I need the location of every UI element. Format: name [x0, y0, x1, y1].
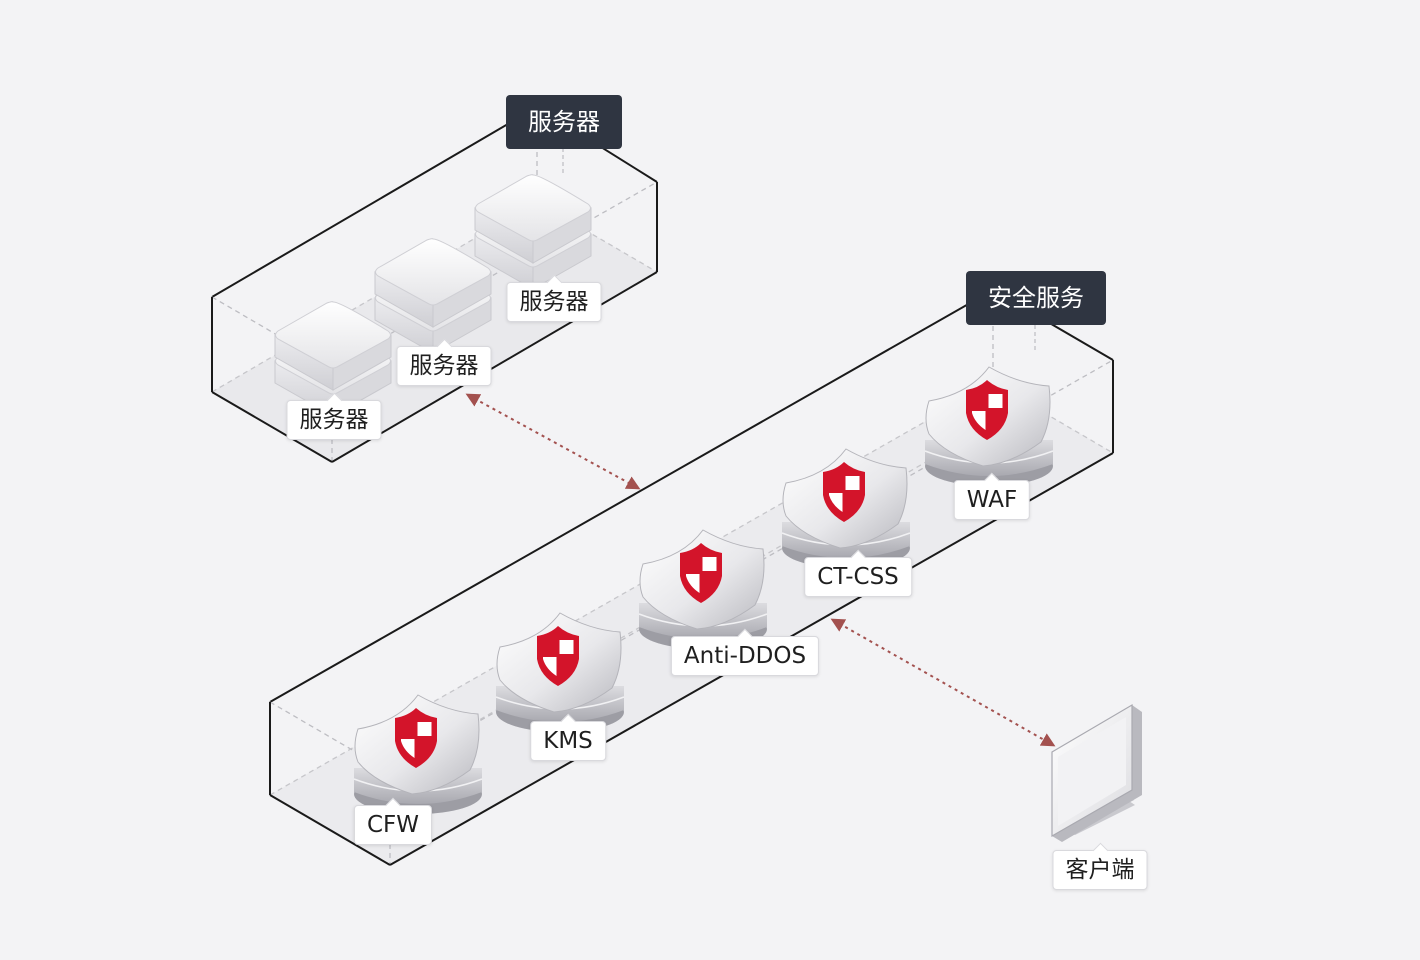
service-label-kms: KMS: [530, 721, 606, 761]
security-to-client-arrow: [830, 618, 1056, 747]
service-label-ct-css: CT-CSS: [804, 557, 912, 597]
shield-device-4: [781, 448, 911, 568]
shield-device-5: [924, 366, 1054, 486]
client-label: 客户端: [1052, 850, 1148, 890]
server-label-2: 服务器: [396, 346, 492, 386]
shield-device-1: [353, 694, 483, 814]
service-label-anti-ddos: Anti-DDOS: [670, 636, 820, 676]
service-label-cfw: CFW: [353, 805, 433, 845]
security-group-title: 安全服务: [966, 271, 1106, 325]
shield-units: [353, 366, 1054, 814]
shield-device-2: [495, 612, 625, 732]
server-unit-3: [474, 174, 592, 290]
server-group-title: 服务器: [506, 95, 622, 149]
server-label-1: 服务器: [286, 400, 382, 440]
client-monitor-icon: [1051, 703, 1142, 842]
server-unit-1: [274, 301, 392, 417]
service-label-waf: WAF: [953, 480, 1031, 520]
servers-to-security-arrow: [465, 393, 641, 490]
server-label-3: 服务器: [506, 282, 602, 322]
